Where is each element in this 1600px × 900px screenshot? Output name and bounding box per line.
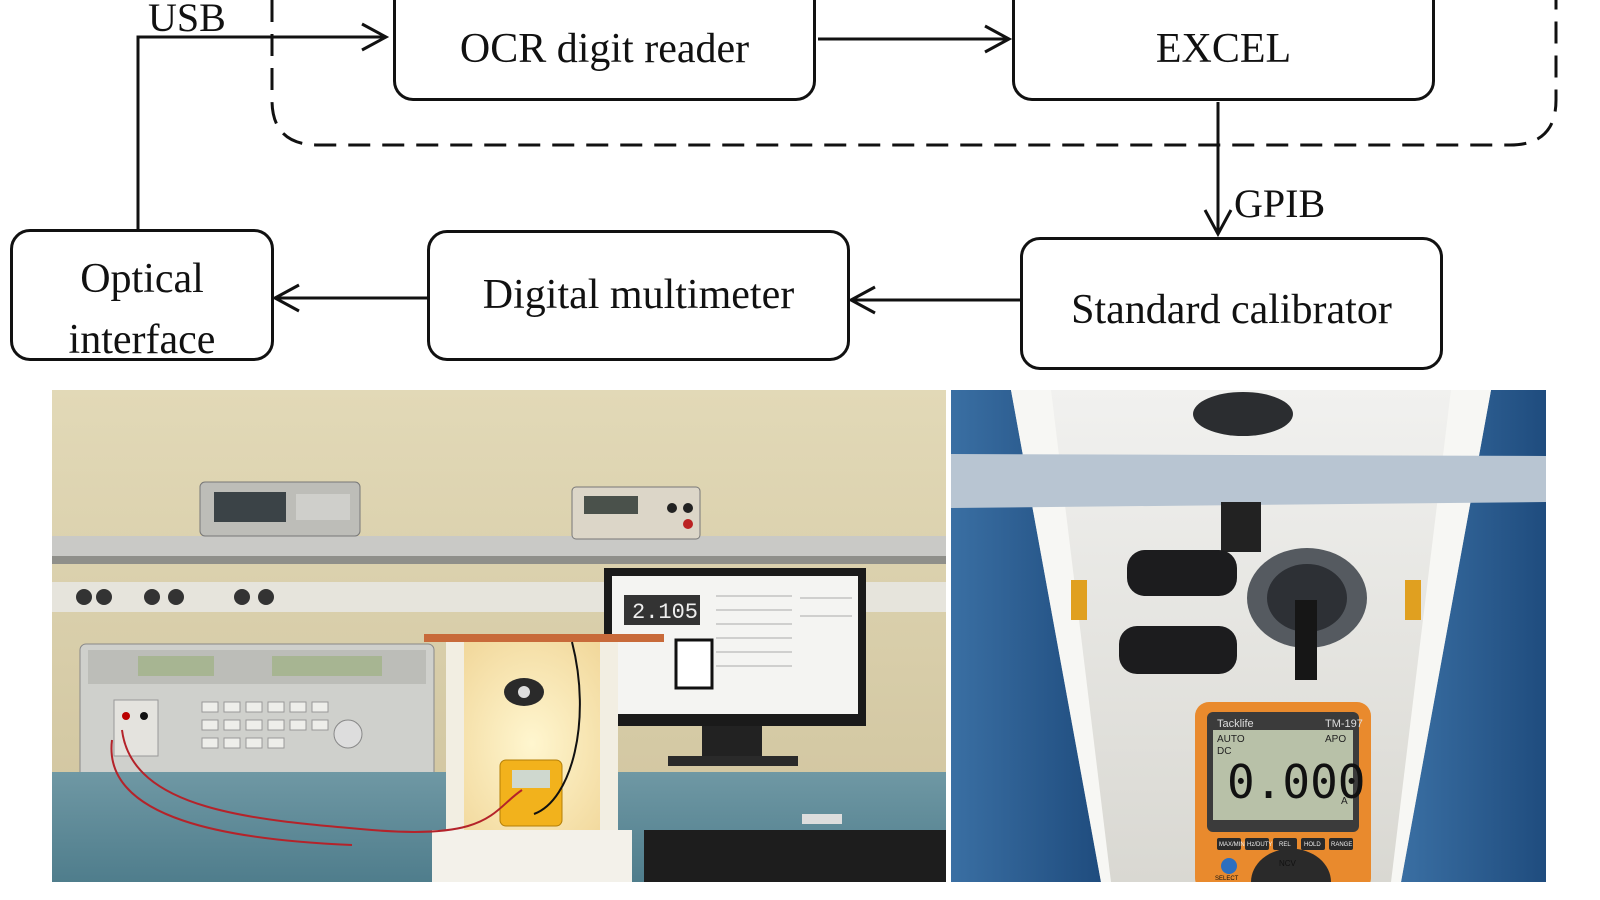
meter-dial [1251, 848, 1331, 882]
multimeter-device: Tacklife TM-197 AUTO APO DC 0.000 A MAX/… [1195, 702, 1371, 882]
meter-button-maxmin [1217, 838, 1241, 850]
usb-connector [136, 35, 385, 230]
meter-brand: Tacklife [1217, 718, 1254, 730]
camera-closeup-photo: Tacklife TM-197 AUTO APO DC 0.000 A MAX/… [951, 390, 1546, 882]
usb-label: USB [148, 0, 226, 40]
usb-arrowhead [361, 22, 390, 52]
light-box [424, 634, 664, 882]
left-wall [951, 390, 1101, 882]
bench-scene: 2.105 [52, 390, 946, 882]
meter-ncv-label: NCV [1279, 859, 1297, 868]
gpib-arrowhead [1203, 209, 1233, 238]
top-plate [951, 454, 1546, 508]
meter-button-hold [1301, 838, 1325, 850]
meter-button-range [1329, 838, 1353, 850]
digital-multimeter-box: Digital multimeter [427, 230, 850, 361]
optical-interface-box: Optical interface [10, 229, 274, 361]
standard-calibrator-box: Standard calibrator [1020, 237, 1443, 370]
upper-shelf [52, 536, 946, 558]
optical-label-line1: Optical [80, 256, 204, 302]
closeup-scene: Tacklife TM-197 AUTO APO DC 0.000 A MAX/… [951, 390, 1546, 882]
meter-button-label-0: MAX/MIN [1219, 842, 1245, 848]
meter-button-label-3: HOLD [1304, 842, 1321, 848]
optical-label-line2: interface [68, 316, 216, 361]
diagram-connectors [136, 0, 1558, 315]
pc-boundary-dashed [270, 0, 1558, 147]
multimeter-label: Digital multimeter [482, 272, 795, 319]
computer-monitor: 2.105 [604, 568, 866, 766]
calibrator-label: Standard calibrator [1071, 287, 1392, 334]
meter-mode-dc: DC [1217, 746, 1231, 757]
meter-model: TM-197 [1325, 718, 1363, 730]
bench-setup-photo: 2.105 [52, 390, 946, 882]
meter-button-hzduty [1245, 838, 1269, 850]
meter-button-label-4: RANGE [1331, 842, 1352, 848]
meter-reading: 0.000 [1227, 755, 1365, 809]
meter-lcd [1213, 730, 1353, 820]
shelf-instrument-right [571, 486, 701, 540]
keyboard [644, 830, 946, 882]
excel-box: EXCEL [1012, 0, 1435, 101]
block-diagram: OCR digit reader EXCEL Optical interface… [0, 0, 1600, 380]
calibrator-to-multimeter-arrowhead [847, 285, 876, 315]
meter-mode-apo: APO [1325, 734, 1346, 745]
excel-label: EXCEL [1155, 26, 1292, 73]
meter-button-rel [1273, 838, 1297, 850]
gpib-label: GPIB [1234, 181, 1326, 226]
monitor-reading: 2.105 [632, 600, 698, 625]
calibrator-instrument [79, 643, 435, 785]
shelf-instrument-left [199, 481, 361, 537]
meter-select-label: SELECT [1215, 876, 1239, 882]
meter-mode-auto: AUTO [1217, 734, 1245, 745]
multimeter-to-optical-arrowhead [271, 283, 300, 313]
meter-unit: A [1341, 796, 1348, 807]
meter-select-button [1221, 858, 1237, 874]
right-wall [1401, 390, 1546, 882]
ocr-box: OCR digit reader [393, 0, 816, 101]
meter-button-label-2: REL [1279, 842, 1291, 848]
camera-mount [1119, 392, 1367, 680]
ocr-label: OCR digit reader [459, 26, 750, 73]
ocr-to-excel-arrowhead [984, 24, 1013, 54]
meter-button-label-1: Hz/DUTY [1247, 842, 1272, 848]
